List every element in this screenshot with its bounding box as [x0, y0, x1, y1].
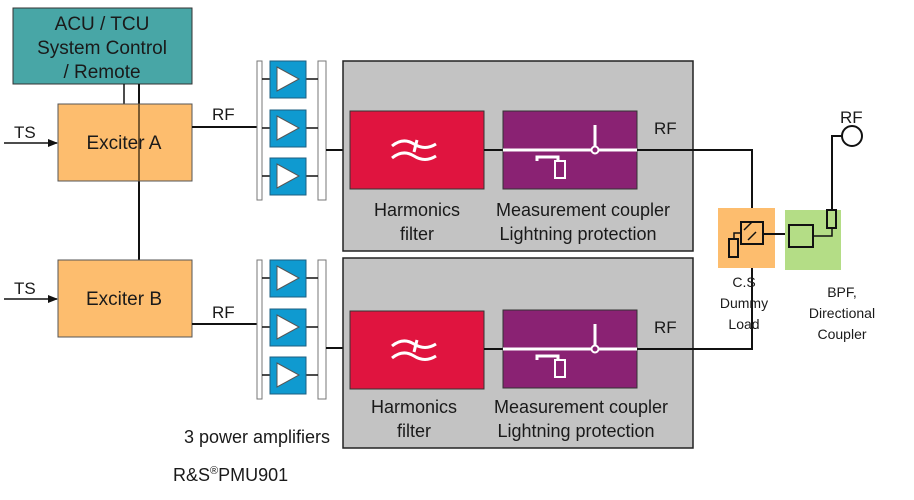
amplifier-bank-b — [256, 259, 350, 400]
amplifier[interactable] — [262, 157, 318, 196]
rf-out-label-a: RF — [654, 119, 677, 138]
product-prefix: R&S — [173, 465, 210, 485]
bpf-label-2: Directional — [809, 305, 875, 321]
exciter-b-block[interactable]: Exciter B — [57, 259, 193, 338]
amplifiers-caption: 3 power amplifiers — [184, 427, 330, 447]
amplifier-triangle-icon — [276, 314, 301, 340]
amplifier-triangle-icon — [276, 163, 301, 189]
control-unit-block[interactable]: ACU / TCU System Control / Remote — [12, 7, 193, 85]
antenna-rf-label: RF — [840, 108, 863, 127]
coupler-symbol-icon — [503, 125, 637, 179]
lowpass-filter-icon — [391, 339, 437, 361]
harmonics-filter-a-label-2: filter — [400, 224, 434, 244]
rack-a: Harmonics filter Measurement coupler Lig… — [342, 60, 694, 252]
amplifier[interactable] — [262, 356, 318, 395]
control-unit-box — [12, 7, 193, 85]
exciter-b-label: Exciter B — [86, 289, 162, 310]
amplifier-bank-a — [256, 60, 350, 201]
control-unit-label-2: System Control — [37, 38, 167, 59]
rf-label-b: RF — [212, 303, 235, 322]
rack-b: Harmonics filter Measurement coupler Lig… — [342, 257, 694, 449]
rf-label-a: RF — [212, 105, 235, 124]
dummy-load-label-3: Load — [728, 316, 759, 332]
coupler-symbol-icon — [503, 324, 637, 378]
ts-label-a: TS — [14, 123, 36, 142]
coupler-a-label-1: Measurement coupler — [496, 200, 670, 220]
combiner-bar-b — [317, 259, 327, 400]
harmonics-filter-b[interactable] — [349, 310, 485, 390]
product-name: R&S®PMU901 — [173, 465, 288, 485]
splitter-bar-b — [256, 259, 263, 400]
bpf-block[interactable]: BPF, Directional Coupler — [785, 209, 875, 342]
rf-out-label-b: RF — [654, 318, 677, 337]
amplifier[interactable] — [262, 308, 318, 347]
amplifier-triangle-icon — [276, 115, 301, 141]
dummy-load-bg — [718, 208, 775, 268]
amplifier-triangle-icon — [276, 265, 301, 291]
rf-out-wire-a — [637, 149, 753, 222]
dummy-load-block[interactable]: C.S Dummy Load — [718, 208, 775, 332]
coupler-b-label-1: Measurement coupler — [494, 397, 668, 417]
exciter-a-label: Exciter A — [87, 133, 162, 154]
exciter-a-box — [57, 103, 193, 182]
dummy-load-label-1: C.S — [732, 274, 755, 290]
lowpass-filter-icon — [391, 139, 437, 161]
amplifier[interactable] — [262, 259, 318, 298]
harmonics-filter-b-label-2: filter — [397, 421, 431, 441]
bpf-label-3: Coupler — [817, 326, 866, 342]
antenna-feed-wire — [831, 135, 842, 210]
amplifier[interactable] — [262, 109, 318, 148]
coupler-b-label-2: Lightning protection — [497, 421, 654, 441]
measurement-coupler-b[interactable] — [502, 309, 638, 389]
amplifier[interactable] — [262, 60, 318, 99]
amplifier-triangle-icon — [276, 362, 301, 388]
bpf-label-1: BPF, — [827, 284, 857, 300]
splitter-bar-a — [256, 60, 263, 201]
exciter-a-block[interactable]: Exciter A — [57, 103, 193, 182]
control-unit-label-1: ACU / TCU — [55, 14, 150, 35]
harmonics-filter-a-label-1: Harmonics — [374, 200, 460, 220]
product-model: PMU901 — [218, 465, 288, 485]
product-reg-mark: ® — [210, 465, 218, 477]
antenna-output-icon — [841, 125, 863, 147]
ts-label-b: TS — [14, 279, 36, 298]
coupler-a-label-2: Lightning protection — [499, 224, 656, 244]
load-resistor-icon — [728, 238, 739, 258]
harmonics-filter-a[interactable] — [349, 110, 485, 190]
amplifier-triangle-icon — [276, 66, 301, 92]
harmonics-filter-b-label-1: Harmonics — [371, 397, 457, 417]
rf-out-wire-b — [637, 238, 753, 350]
measurement-coupler-a[interactable] — [502, 110, 638, 190]
dummy-load-label-2: Dummy — [720, 295, 768, 311]
control-unit-label-3: / Remote — [63, 62, 140, 83]
exciter-b-box — [57, 259, 193, 338]
combiner-bar-a — [317, 60, 327, 201]
